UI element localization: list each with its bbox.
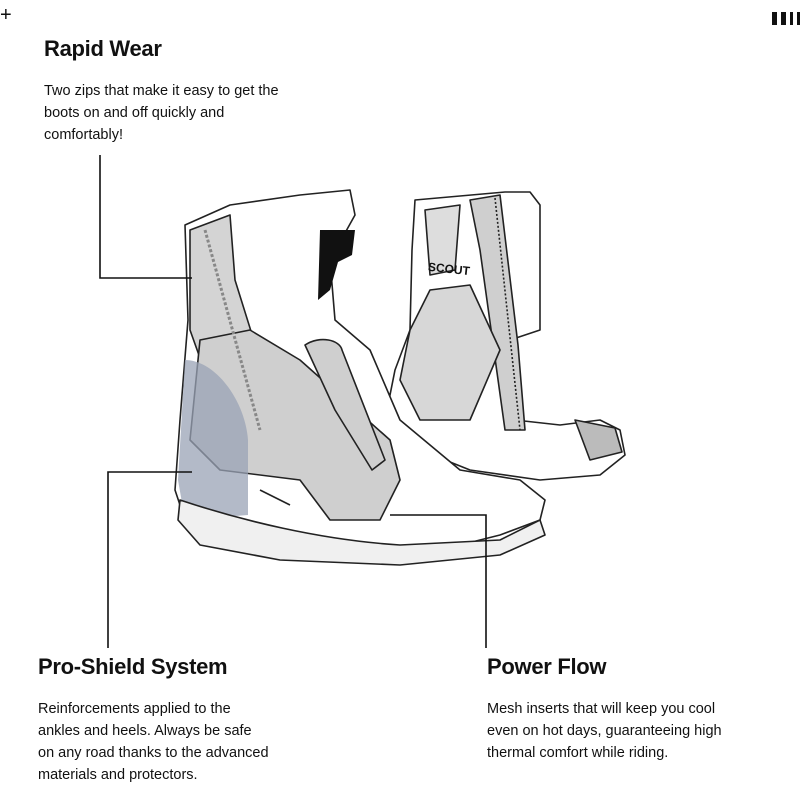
desc-line: even on hot days, guaranteeing high (487, 723, 722, 739)
power-flow-callout-line (390, 514, 487, 648)
feature-description: Two zips that make it easy to get the bo… (44, 80, 364, 146)
feature-title: Pro-Shield System (38, 654, 228, 679)
feature-title: Power Flow (487, 654, 607, 679)
feature-title: Rapid Wear (44, 36, 162, 61)
feature-description: Mesh inserts that will keep you cool eve… (487, 698, 797, 764)
feature-power-flow: Power Flow Mesh inserts that will keep y… (487, 654, 797, 764)
bars-logo-icon (772, 12, 800, 25)
rapid-wear-callout-line (99, 155, 192, 279)
plus-icon: + (0, 4, 12, 26)
pro-shield-callout-line (107, 471, 192, 648)
desc-line: thermal comfort while riding. (487, 745, 669, 761)
desc-line: Mesh inserts that will keep you cool (487, 701, 716, 717)
desc-line: Reinforcements applied to the (38, 701, 231, 717)
desc-line: on any road thanks to the advanced (38, 745, 269, 761)
desc-line: comfortably! (44, 127, 123, 143)
scout-label: SCOUT (427, 260, 471, 278)
desc-line: Two zips that make it easy to get the (44, 83, 279, 99)
desc-line: materials and protectors. (38, 767, 198, 783)
desc-line: ankles and heels. Always be safe (38, 723, 252, 739)
desc-line: boots on and off quickly and (44, 105, 225, 121)
feature-rapid-wear: Rapid Wear Two zips that make it easy to… (44, 36, 364, 146)
pro-shield-panel (178, 360, 248, 520)
feature-description: Reinforcements applied to the ankles and… (38, 698, 358, 786)
feature-pro-shield-system: Pro-Shield System Reinforcements applied… (38, 654, 358, 786)
